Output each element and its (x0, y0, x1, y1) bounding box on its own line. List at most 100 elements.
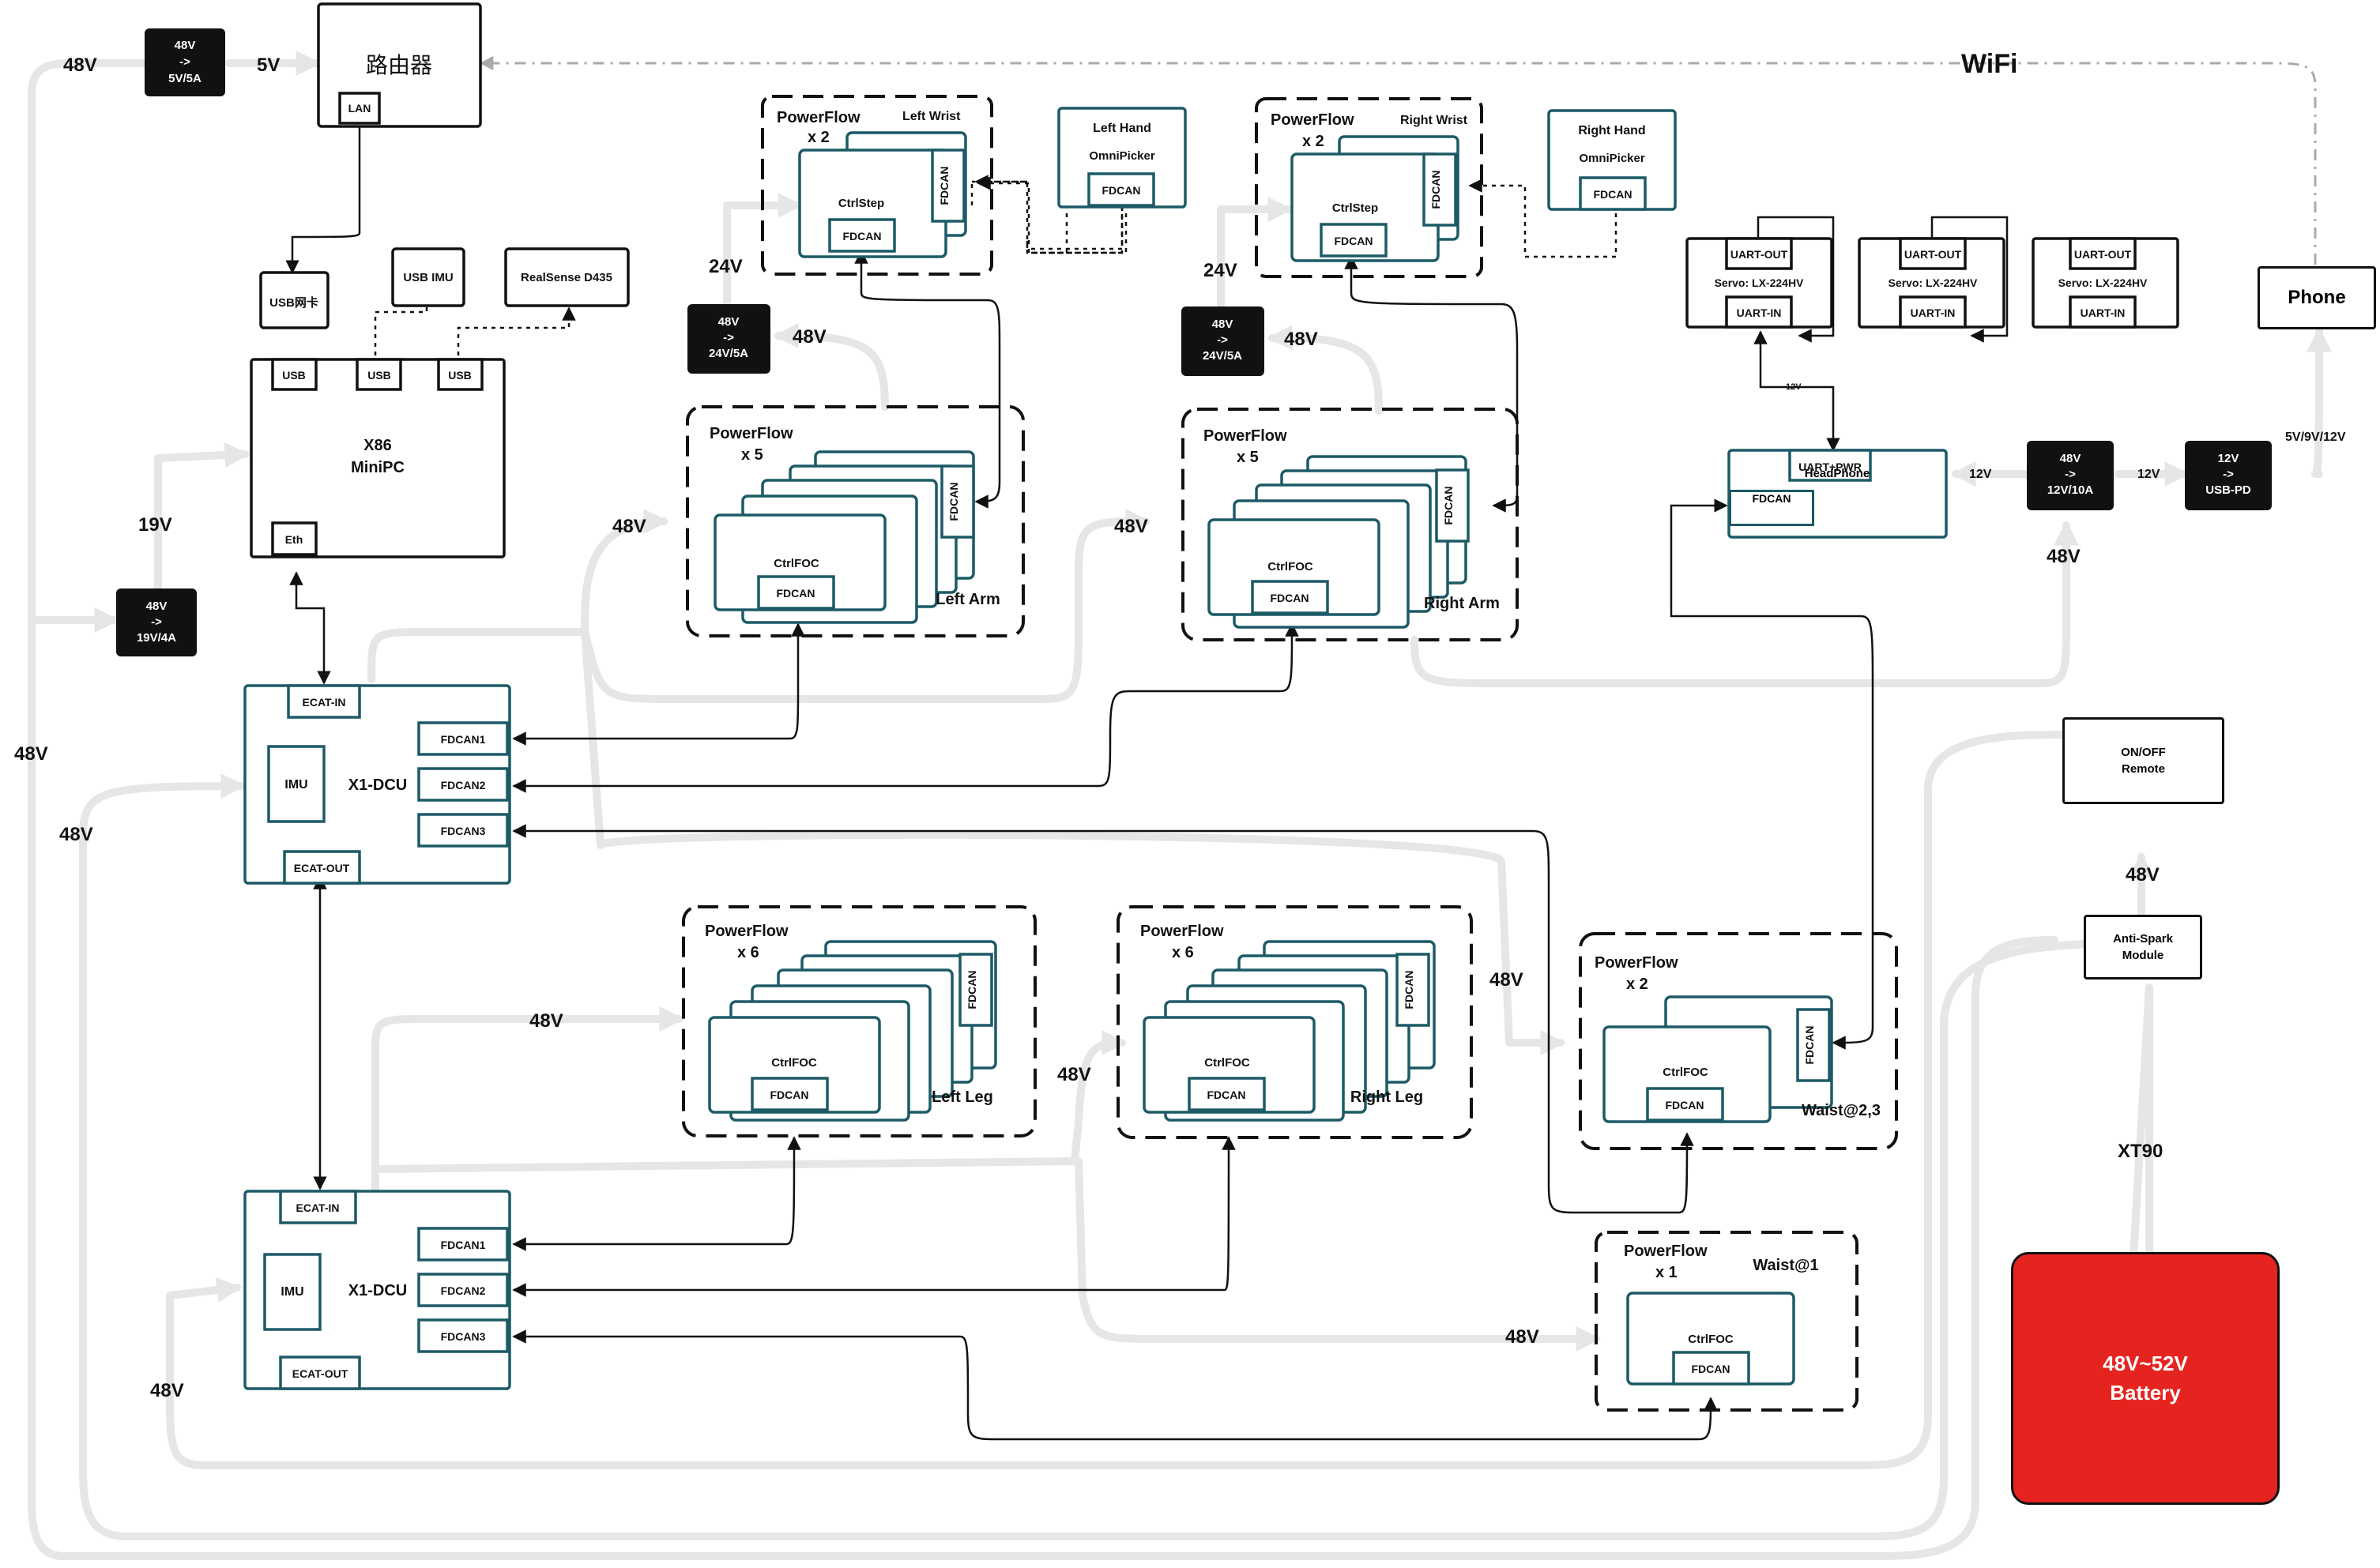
svg-text:FDCAN: FDCAN (1442, 487, 1455, 525)
svg-text:->: -> (723, 331, 734, 344)
label-wifi: WiFi (1961, 49, 2017, 79)
label-12v-small: 12V (1786, 382, 1802, 392)
svg-text:PowerFlow: PowerFlow (705, 923, 789, 940)
label-12v-headphone: 12V (1969, 468, 1992, 481)
svg-text:->: -> (179, 55, 190, 69)
svg-text:FDCAN: FDCAN (938, 167, 951, 205)
converter-48v-24v-left: 48V -> 24V/5A (687, 304, 770, 374)
svg-text:CtrlStep: CtrlStep (1332, 201, 1378, 215)
label-48v-right-24v: 48V (1284, 329, 1318, 350)
svg-text:PowerFlow: PowerFlow (1271, 111, 1354, 129)
svg-text:IMU: IMU (284, 778, 307, 792)
label-48v-12v-conv: 48V (2047, 546, 2081, 567)
svg-text:48V: 48V (175, 39, 196, 52)
svg-text:ECAT-OUT: ECAT-OUT (294, 862, 350, 874)
svg-text:FDCAN3: FDCAN3 (441, 825, 486, 837)
svg-text:OmniPicker: OmniPicker (1579, 152, 1645, 165)
svg-text:FDCAN: FDCAN (1335, 235, 1373, 247)
antispark-line1: Anti-Spark (2113, 932, 2173, 946)
right-hand-omnipicker: Right Hand OmniPicker FDCAN (1547, 109, 1677, 211)
svg-text:Right Wrist: Right Wrist (1400, 114, 1468, 127)
svg-text:24V/5A: 24V/5A (709, 347, 748, 360)
battery-label: Battery (2110, 1381, 2181, 1404)
antispark-line2: Module (2122, 949, 2164, 962)
svg-text:Eth: Eth (285, 533, 303, 546)
svg-text:Waist@1: Waist@1 (1753, 1257, 1818, 1274)
svg-text:48V: 48V (146, 600, 168, 613)
phone: Phone (2258, 266, 2376, 329)
svg-text:Servo: LX-224HV: Servo: LX-224HV (2058, 276, 2148, 289)
svg-text:IMU: IMU (281, 1285, 303, 1299)
svg-text:Right Arm: Right Arm (1424, 595, 1500, 612)
headphone-fdcan: FDCAN (1729, 490, 1814, 526)
svg-text:FDCAN: FDCAN (1594, 188, 1632, 201)
svg-text:UART-IN: UART-IN (1737, 306, 1782, 319)
voltage-labels: 48V 5V 19V 48V 48V 48V 48V 48V 48V 48V 2… (14, 49, 2346, 1401)
svg-text:x 6: x 6 (1172, 944, 1194, 961)
label-48v-waist1: 48V (1505, 1326, 1539, 1348)
label-48v-router: 48V (63, 55, 97, 76)
svg-text:USB: USB (367, 369, 391, 382)
left-hand-omnipicker: Left Hand OmniPicker FDCAN (1057, 107, 1187, 209)
group-waist-1: PowerFlow x 1 Waist@1 CtrlFOC FDCAN (1595, 1231, 1858, 1412)
svg-text:PowerFlow: PowerFlow (710, 425, 793, 442)
group-right-wrist: PowerFlow x 2 Right Wrist CtrlStep FDCAN… (1255, 97, 1483, 278)
svg-text:5V/5A: 5V/5A (168, 72, 201, 85)
svg-text:PowerFlow: PowerFlow (1595, 954, 1678, 972)
label-48v-right-leg: 48V (1057, 1064, 1091, 1085)
svg-text:x 2: x 2 (808, 129, 830, 146)
svg-text:x 6: x 6 (737, 944, 759, 961)
group-right-arm: PowerFlow x 5 CtrlFOC FDCAN FDCAN Right … (1181, 408, 1519, 641)
svg-text:X1-DCU: X1-DCU (348, 1282, 407, 1299)
svg-text:USB-PD: USB-PD (2205, 483, 2251, 497)
group-right-leg: PowerFlow x 6 CtrlFOC FDCAN FDCAN Right … (1117, 905, 1473, 1139)
anti-spark-module: Anti-Spark Module (2084, 915, 2202, 980)
svg-text:CtrlFOC: CtrlFOC (771, 1056, 817, 1070)
svg-text:USB网卡: USB网卡 (269, 295, 318, 310)
servo-3: UART-OUT Servo: LX-224HV UART-IN (2032, 237, 2179, 329)
svg-text:FDCAN: FDCAN (843, 230, 882, 243)
phone-label: Phone (2288, 287, 2346, 308)
group-left-wrist: PowerFlow x 2 Left Wrist CtrlStep FDCAN … (761, 95, 993, 276)
converter-48v-12v: 48V -> 12V/10A (2027, 441, 2114, 510)
onoff-remote: ON/OFF Remote (2062, 717, 2224, 804)
label-48v-waist23: 48V (1489, 969, 1523, 991)
svg-text:Right Hand: Right Hand (1578, 124, 1645, 137)
svg-text:MiniPC: MiniPC (351, 459, 405, 476)
svg-text:x 2: x 2 (1626, 976, 1648, 993)
svg-text:FDCAN: FDCAN (770, 1089, 809, 1101)
label-48v-dcu2: 48V (150, 1380, 184, 1401)
servo-2: UART-OUT Servo: LX-224HV UART-IN (1858, 237, 2005, 329)
label-usb-pd-out: 5V/9V/12V (2285, 431, 2346, 444)
svg-text:路由器: 路由器 (366, 53, 432, 77)
svg-text:x 2: x 2 (1302, 133, 1324, 150)
svg-text:12V: 12V (2218, 452, 2239, 465)
svg-text:USB IMU: USB IMU (403, 271, 453, 284)
svg-text:Left Wrist: Left Wrist (902, 110, 961, 123)
svg-text:Left Arm: Left Arm (936, 591, 1000, 608)
group-left-leg: PowerFlow x 6 CtrlFOC FDCAN FDCAN Left L… (682, 905, 1037, 1137)
converter-48v-19v: 48V -> 19V/4A (116, 588, 197, 656)
label-48v-left-24v: 48V (793, 326, 827, 348)
svg-text:Right Leg: Right Leg (1350, 1089, 1423, 1106)
svg-text:RealSense D435: RealSense D435 (521, 271, 612, 284)
svg-text:FDCAN1: FDCAN1 (441, 733, 486, 746)
svg-text:USB: USB (448, 369, 472, 382)
svg-text:->: -> (2223, 468, 2234, 481)
svg-text:FDCAN: FDCAN (1207, 1089, 1246, 1101)
svg-text:ECAT-IN: ECAT-IN (296, 1201, 340, 1214)
svg-text:CtrlFOC: CtrlFOC (1663, 1066, 1708, 1079)
realsense-d435: RealSense D435 (504, 247, 630, 307)
label-48v-left-arm: 48V (612, 516, 646, 537)
svg-text:CtrlFOC: CtrlFOC (1204, 1056, 1250, 1070)
svg-text:Servo: LX-224HV: Servo: LX-224HV (1715, 276, 1804, 289)
svg-text:FDCAN: FDCAN (1803, 1026, 1816, 1065)
svg-text:FDCAN2: FDCAN2 (441, 1284, 486, 1297)
svg-text:X1-DCU: X1-DCU (348, 776, 407, 794)
svg-text:FDCAN2: FDCAN2 (441, 779, 486, 792)
svg-text:OmniPicker: OmniPicker (1089, 149, 1155, 163)
servo-1: UART-OUT Servo: LX-224HV UART-IN (1685, 237, 1833, 329)
svg-text:Left Hand: Left Hand (1093, 122, 1151, 135)
signal-wiring (285, 103, 2009, 1441)
svg-text:UART-OUT: UART-OUT (1904, 248, 1962, 261)
